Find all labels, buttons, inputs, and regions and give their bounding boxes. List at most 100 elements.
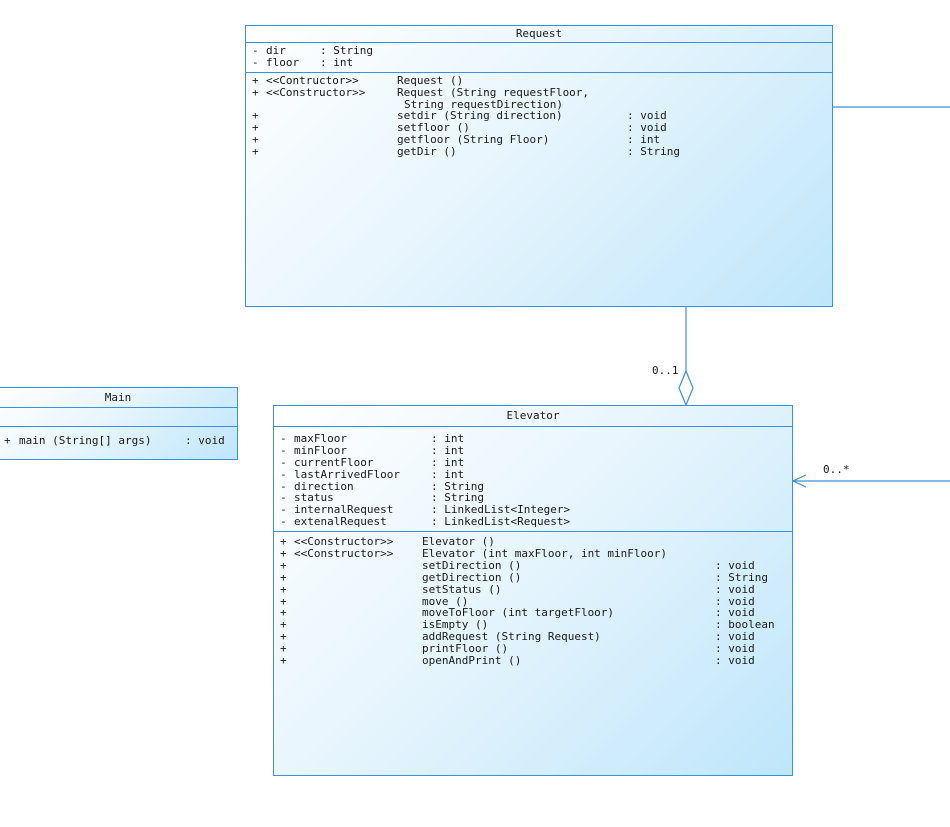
visibility: +	[280, 642, 287, 656]
visibility: +	[252, 109, 259, 123]
stereotype: <<Constructor>>	[294, 535, 394, 549]
visibility: +	[280, 570, 287, 584]
visibility: -	[280, 491, 287, 505]
visibility: +	[280, 630, 287, 644]
attribute-row: -maxFloor: int	[274, 433, 792, 445]
return-type: : void	[715, 642, 755, 656]
operation-name: setStatus ()	[422, 582, 502, 596]
operation-name: setfloor ()	[397, 121, 470, 135]
operation-name: Elevator (int maxFloor, int minFloor)	[422, 547, 668, 561]
visibility: -	[280, 515, 287, 529]
return-type: : boolean	[715, 618, 775, 632]
operation-row: +isEmpty (): boolean	[274, 619, 792, 631]
attribute-name: floor	[266, 55, 300, 69]
attribute-name: minFloor	[294, 443, 347, 457]
operation-row: + getDir () : String	[246, 146, 832, 158]
return-type: : void	[715, 606, 755, 620]
class-title: Main	[0, 388, 237, 408]
attribute-row: -extenalRequest : LinkedList<Request>	[274, 516, 792, 528]
visibility: +	[252, 133, 259, 147]
return-type: : void	[715, 594, 755, 608]
operation-name: Elevator ()	[422, 535, 495, 549]
stereotype: <<Contructor>>	[266, 73, 359, 87]
visibility: +	[252, 121, 259, 135]
attributes-section: -maxFloor: int -minFloor: int -currentFl…	[274, 427, 792, 533]
class-main[interactable]: Main + main (String[] args) : void	[0, 387, 238, 460]
return-type: : void	[627, 121, 667, 135]
operation-row: + <<Constructor>> Request (String reques…	[246, 85, 832, 99]
operation-row: + setdir (String direction) : void	[246, 110, 832, 122]
operation-row: +setStatus (): void	[274, 582, 792, 596]
operations-section: + <<Contructor>> Request () + <<Construc…	[246, 73, 832, 161]
attribute-row: -currentFloor : int	[274, 455, 792, 469]
visibility: +	[280, 594, 287, 608]
attribute-name: extenalRequest	[294, 515, 387, 529]
visibility: -	[280, 467, 287, 481]
return-type: : int	[627, 133, 661, 147]
operation-row: +<<Constructor>>Elevator (int maxFloor, …	[274, 548, 792, 560]
class-title: Elevator	[274, 406, 792, 427]
visibility: +	[252, 73, 259, 87]
attribute-name: lastArrivedFloor	[294, 467, 400, 481]
operation-name: moveToFloor (int targetFloor)	[422, 606, 615, 620]
attribute-row: -status : String	[274, 492, 792, 504]
attribute-type: : LinkedList<Integer>	[431, 503, 571, 517]
operation-name: move ()	[422, 594, 469, 608]
operation-row: + move () : void	[274, 594, 792, 608]
class-title: Request	[246, 26, 832, 43]
visibility: +	[280, 606, 287, 620]
attribute-type: : int	[431, 455, 465, 469]
operation-name: setDirection ()	[422, 558, 522, 572]
multiplicity-request-elevator: 0..1	[652, 364, 679, 377]
operation-row: + <<Constructor>> Elevator ()	[274, 536, 792, 548]
operations-section: + <<Constructor>> Elevator () +<<Construct…	[274, 532, 792, 670]
operation-row: + addRequest (String Request) : void	[274, 631, 792, 643]
visibility: +	[280, 535, 287, 549]
operation-name: addRequest (String Request)	[422, 630, 601, 644]
attribute-type: : int	[431, 443, 465, 457]
return-type: : String	[627, 145, 680, 159]
operation-row: + getfloor (String Floor) : int	[246, 134, 832, 146]
operation-row: + setDirection () : void	[274, 560, 792, 572]
arrow-head	[791, 474, 807, 488]
attribute-type: : LinkedList<Request>	[431, 515, 571, 529]
attribute-name: status	[294, 491, 334, 505]
attribute-row: -lastArrivedFloor: int	[274, 467, 792, 481]
operation-row: + main (String[] args) : void	[0, 435, 237, 447]
operation-row: + setfloor () : void	[246, 122, 832, 134]
return-type: : void	[715, 582, 755, 596]
return-type: : void	[715, 630, 755, 644]
visibility: +	[280, 547, 287, 561]
visibility: -	[280, 503, 287, 517]
class-elevator[interactable]: Elevator -maxFloor: int -minFloor: int -…	[273, 405, 793, 776]
operations-section: + main (String[] args) : void	[0, 427, 237, 450]
attribute-type: : int	[431, 432, 465, 445]
operation-name: openAndPrint ()	[422, 654, 522, 668]
return-type: : void	[715, 558, 755, 572]
visibility: -	[252, 55, 259, 69]
visibility: +	[280, 558, 287, 572]
attribute-name: currentFloor	[294, 455, 374, 469]
visibility: -	[280, 443, 287, 457]
visibility: -	[280, 455, 287, 469]
visibility: +	[280, 618, 287, 632]
attribute-type: : String	[431, 479, 484, 493]
operation-name: getDirection ()	[422, 570, 522, 584]
visibility: -	[280, 479, 287, 493]
operation-name: getDir ()	[397, 145, 457, 159]
attributes-section: - dir : String - floor : int	[246, 43, 832, 73]
operation-name: Request (String requestFloor,	[397, 85, 590, 99]
attribute-row: - dir : String	[246, 45, 832, 57]
aggregation-diamond	[678, 369, 694, 407]
operation-name: String requestDirection)	[404, 97, 563, 111]
operation-name: setdir (String direction)	[397, 109, 563, 123]
operation-row: String requestDirection)	[246, 97, 832, 111]
operation-name: getfloor (String Floor)	[397, 133, 550, 147]
class-request[interactable]: Request - dir : String - floor : int + <…	[245, 25, 833, 307]
visibility: -	[252, 44, 259, 57]
multiplicity-external-elevator: 0..*	[823, 463, 850, 476]
attribute-name: internalRequest	[294, 503, 394, 517]
attribute-row: -minFloor : int	[274, 443, 792, 457]
attribute-type: : String	[431, 491, 484, 505]
